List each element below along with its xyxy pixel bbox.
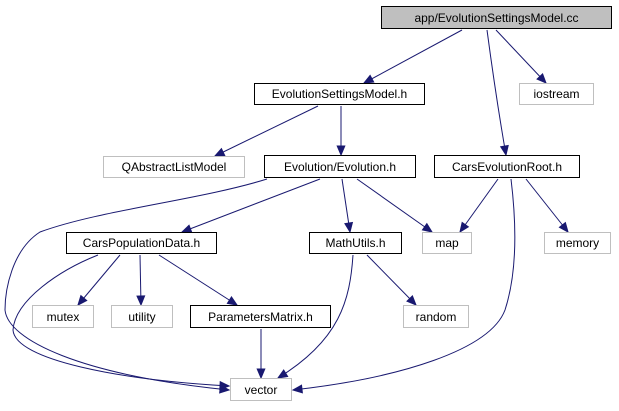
edge-evolution_h-to-vector — [4, 178, 268, 391]
node-random: random — [403, 305, 469, 328]
arrowhead-cpd_h-to-utility — [136, 295, 146, 307]
arrowhead-evolution_h-to-mathutils_h — [344, 221, 354, 234]
node-root-file[interactable]: app/EvolutionSettingsModel.cc — [381, 6, 612, 29]
edge-mathutils_h-to-vector — [277, 254, 354, 379]
edge-cer_h-to-vector — [292, 178, 516, 391]
arrowhead-cpd_h-to-pm_h — [226, 296, 239, 306]
arrowhead-root-to-esm_h — [362, 74, 375, 84]
arrowhead-pm_h-to-vector — [256, 368, 266, 380]
edge-root-to-iostream — [495, 29, 547, 84]
edge-evolution_h-to-map — [356, 178, 433, 233]
edge-root-to-cer_h — [486, 29, 507, 156]
node-vector: vector — [230, 378, 292, 401]
arrowhead-cer_h-to-map — [459, 221, 470, 234]
edge-cpd_h-to-vector — [12, 254, 230, 387]
node-utility: utility — [111, 305, 173, 328]
arrowhead-root-to-iostream — [536, 72, 547, 84]
node-map: map — [422, 232, 472, 254]
node-evolution-settings-model-h[interactable]: EvolutionSettingsModel.h — [254, 83, 425, 105]
node-parameters-matrix-h[interactable]: ParametersMatrix.h — [190, 305, 331, 328]
arrowhead-mathutils_h-to-random — [406, 295, 417, 306]
arrowhead-root-to-cer_h — [499, 144, 509, 157]
edge-cpd_h-to-pm_h — [158, 254, 238, 306]
arrowhead-esm_h-to-qalm — [213, 147, 226, 157]
edge-cer_h-to-memory — [525, 178, 569, 233]
arrowhead-cer_h-to-vector — [291, 384, 303, 394]
node-cars-population-data-h[interactable]: CarsPopulationData.h — [66, 232, 217, 254]
edge-cpd_h-to-mutex — [77, 254, 121, 306]
arrowhead-cpd_h-to-mutex — [77, 294, 88, 306]
node-evolution-h[interactable]: Evolution/Evolution.h — [264, 155, 416, 178]
node-iostream: iostream — [519, 83, 594, 105]
edge-evolution_h-to-cpd_h — [181, 178, 321, 233]
edge-root-to-esm_h — [363, 29, 463, 84]
node-cars-evolution-root-h[interactable]: CarsEvolutionRoot.h — [434, 155, 580, 178]
node-mathutils-h[interactable]: MathUtils.h — [309, 232, 402, 254]
arrowhead-mathutils_h-to-vector — [276, 369, 289, 379]
edge-esm_h-to-qalm — [214, 105, 319, 157]
node-memory: memory — [544, 232, 611, 254]
arrowhead-cer_h-to-memory — [558, 221, 569, 234]
arrowhead-evolution_h-to-map — [421, 222, 434, 233]
node-qabstractlistmodel: QAbstractListModel — [103, 156, 245, 178]
edge-mathutils_h-to-random — [366, 254, 417, 306]
node-mutex: mutex — [32, 305, 94, 328]
arrowhead-cpd_h-to-vector — [219, 380, 231, 391]
edge-cer_h-to-map — [459, 178, 499, 233]
arrowhead-esm_h-to-evolution_h — [336, 145, 346, 157]
